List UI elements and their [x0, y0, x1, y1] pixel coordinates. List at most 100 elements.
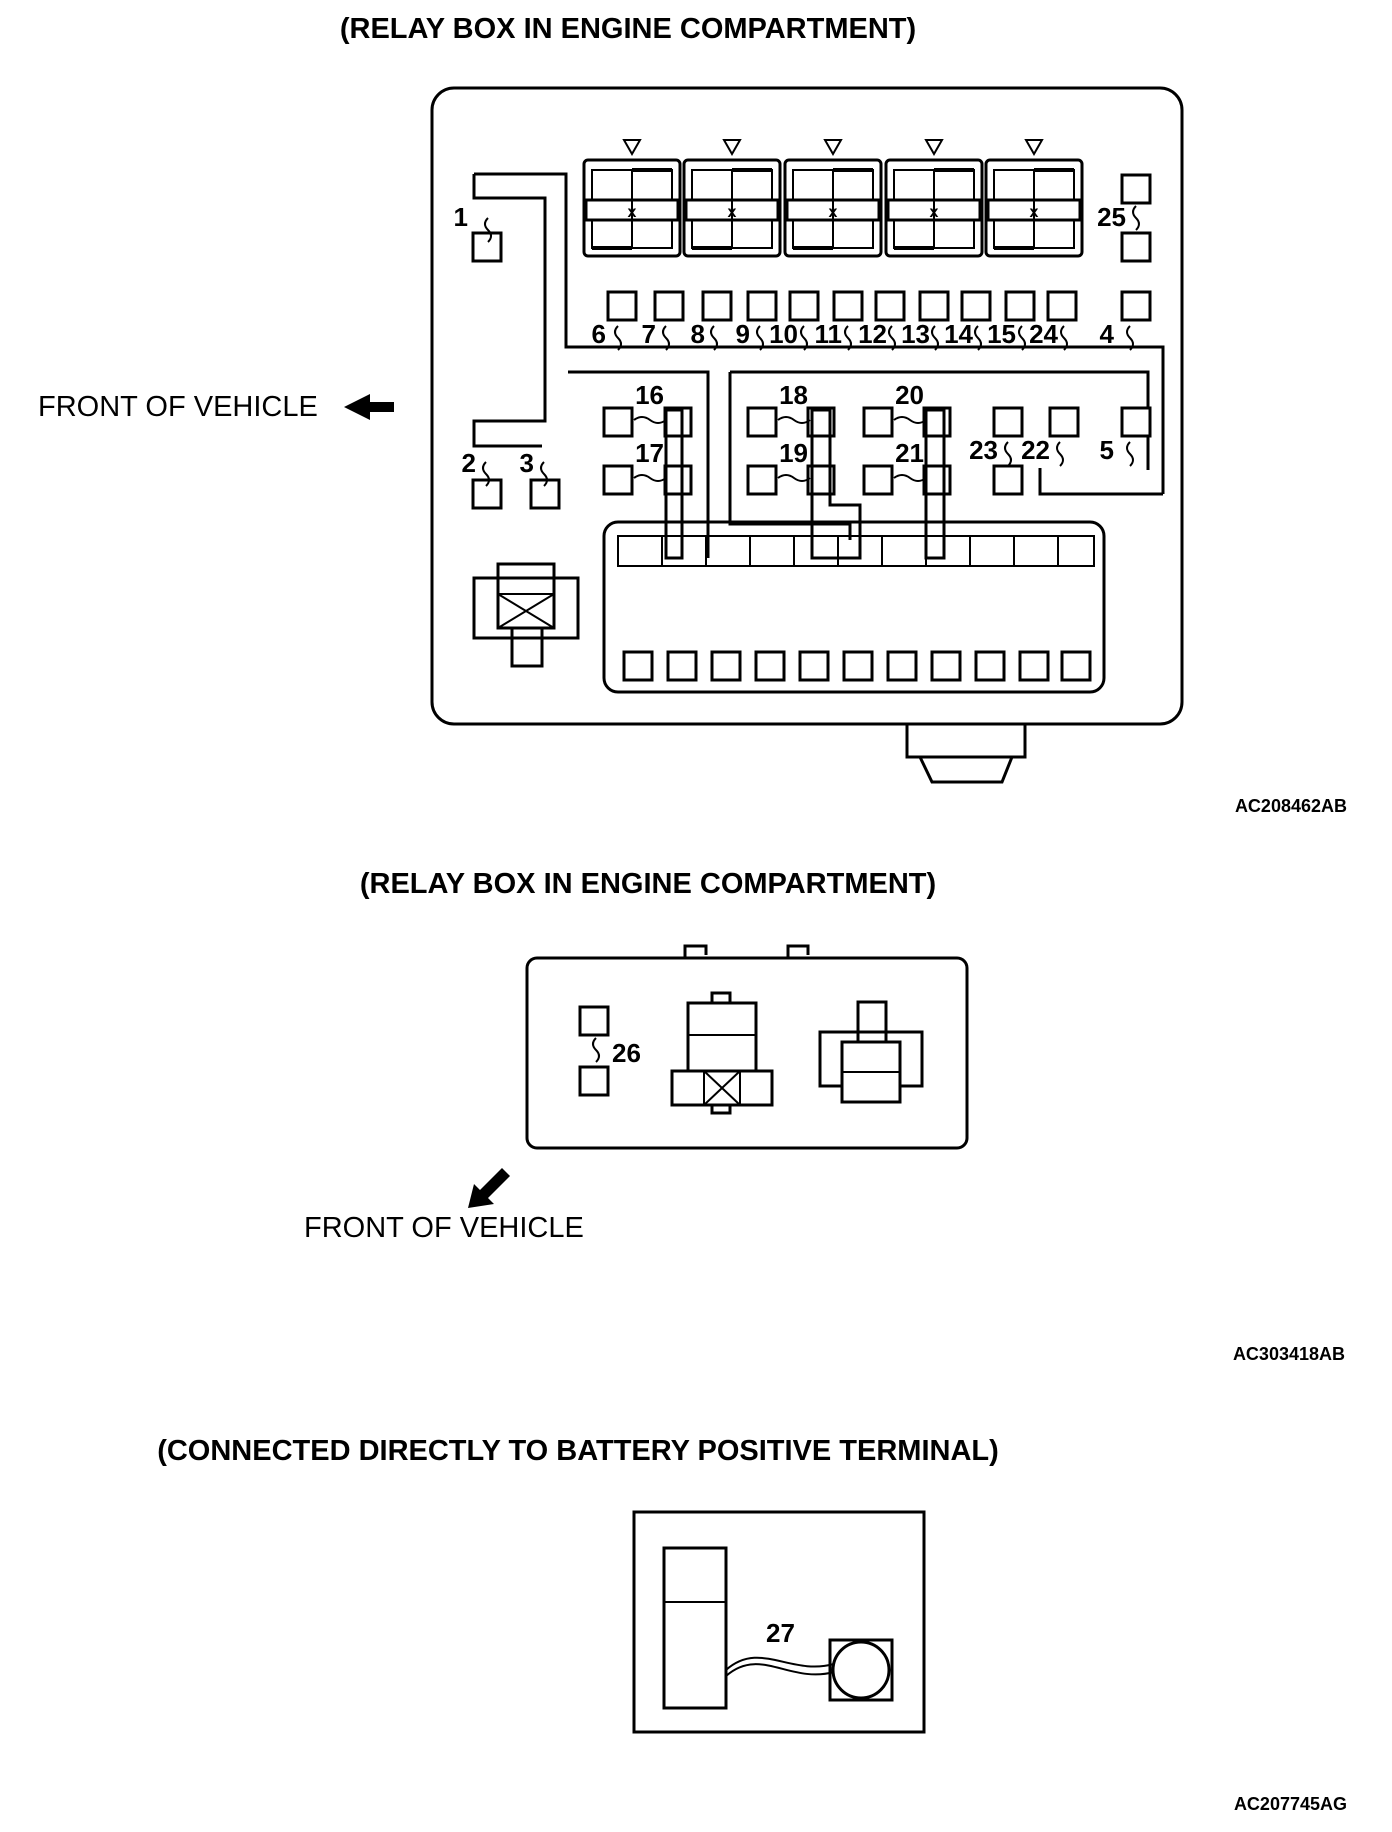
relay-row: x x x [582, 139, 1084, 258]
fuse-label-11: 11 [815, 319, 843, 349]
svg-text:x: x [628, 204, 637, 221]
fuse-6-box [606, 290, 638, 322]
fuse-22-box [1048, 406, 1080, 438]
fuse-label-18: 18 [779, 380, 808, 410]
fuse-9-box [746, 290, 778, 322]
leader-squiggles-diagram-1 [482, 205, 1140, 487]
relay-box-diagram-1: (RELAY BOX IN ENGINE COMPARTMENT) FRONT … [38, 13, 1347, 816]
front-of-vehicle-label-2: FRONT OF VEHICLE [304, 1212, 584, 1244]
diagram-1-title: (RELAY BOX IN ENGINE COMPARTMENT) [340, 13, 916, 45]
battery-terminal-circle [831, 1640, 891, 1700]
diagram-3-title: (CONNECTED DIRECTLY TO BATTERY POSITIVE … [157, 1435, 999, 1467]
fuse-label-1: 1 [454, 202, 468, 232]
bus-bar-1 [664, 408, 684, 560]
fuse-label-16: 16 [635, 380, 664, 410]
fuse-label-10: 10 [769, 319, 798, 349]
upper-terminal-row [617, 535, 1095, 567]
fuse-label-21: 21 [895, 438, 924, 468]
top-tabs [683, 944, 810, 958]
fuse-boxes-diagram-1 [471, 173, 1152, 510]
triangle-marker-icon [823, 139, 843, 157]
bottom-connector [905, 724, 1027, 784]
fuse-18-box [746, 406, 778, 438]
fuse-25-box-lower [1120, 231, 1152, 263]
fuse-21-box [862, 464, 894, 496]
triangle-marker-icon [622, 139, 642, 157]
circuit-trace-middle [568, 370, 710, 558]
svg-text:x: x [728, 204, 737, 221]
svg-text:x: x [930, 204, 939, 221]
fuse-label-24: 24 [1029, 319, 1058, 349]
front-arrow-icon-2 [468, 1168, 510, 1208]
diagram-3-code: AC207745AG [1234, 1794, 1347, 1814]
relay-1: x [582, 158, 682, 258]
fuse-17-box [602, 464, 634, 496]
svg-text:x: x [1030, 204, 1039, 221]
fuse-label-12: 12 [858, 319, 887, 349]
fuse-label-15: 15 [987, 319, 1016, 349]
fuse-label-6: 6 [592, 319, 606, 349]
svg-text:x: x [829, 204, 838, 221]
fuse-label-20: 20 [895, 380, 924, 410]
fuse-label-22: 22 [1021, 435, 1050, 465]
fuse-label-13: 13 [901, 319, 930, 349]
triangle-marker-icon [722, 139, 742, 157]
fuse-label-25: 25 [1097, 202, 1126, 232]
battery-terminal-square [828, 1638, 894, 1702]
fuse-26-box-upper [578, 1005, 610, 1037]
relay-2: x [682, 158, 782, 258]
fuse-label-27: 27 [766, 1618, 795, 1648]
lower-terminal-row [622, 650, 1092, 682]
fuse-label-17: 17 [635, 438, 664, 468]
circuit-trace-left [472, 174, 547, 448]
fuse-2-box [471, 478, 503, 510]
fuse-25-box-upper [1120, 173, 1152, 205]
fuse-27-leader [725, 1656, 835, 1677]
fuse-1-box [471, 231, 503, 263]
fuse-23-box-lower [992, 464, 1024, 496]
fuse-24-box [1046, 290, 1078, 322]
triangle-marker-icon [1024, 139, 1044, 157]
fuse-20-box [862, 406, 894, 438]
fuse-label-23: 23 [969, 435, 998, 465]
fuse-15-box [1004, 290, 1036, 322]
relay-box-2-outline [525, 956, 969, 1150]
fuse-label-19: 19 [779, 438, 808, 468]
fuse-label-8: 8 [691, 319, 705, 349]
fuse-label-14: 14 [944, 319, 973, 349]
center-relay [670, 991, 774, 1115]
circuit-trace-top [474, 172, 1165, 494]
lower-connector-block [602, 520, 1106, 694]
triangle-marker-icon [924, 139, 944, 157]
fuse-10-box [788, 290, 820, 322]
fuse-19-box [746, 464, 778, 496]
fuse-label-26: 26 [612, 1038, 641, 1068]
fuse-16-box [602, 406, 634, 438]
relay-box-outline [430, 86, 1184, 726]
fusible-link-block [662, 1546, 728, 1710]
fuse-8-box [701, 290, 733, 322]
bus-bar-2 [810, 408, 862, 560]
fuse-5-box [1120, 406, 1152, 438]
fuse-26-box-lower [578, 1065, 610, 1097]
circuit-trace-right-bottom [1038, 468, 1163, 496]
fuse-14-box [960, 290, 992, 322]
fuse-label-7: 7 [642, 319, 656, 349]
front-arrow-icon [344, 394, 394, 420]
relay-4: x [884, 158, 984, 258]
fuse-23-box [992, 406, 1024, 438]
fuse-11-box [832, 290, 864, 322]
fuse-26-leader [592, 1037, 600, 1063]
fuse-4-box [1120, 290, 1152, 322]
bus-bar-3 [924, 408, 946, 560]
fuse-12-box [874, 290, 906, 322]
fuse-label-5: 5 [1100, 435, 1114, 465]
diagram-1-code: AC208462AB [1235, 796, 1347, 816]
front-of-vehicle-label: FRONT OF VEHICLE [38, 391, 318, 423]
right-relay [818, 1000, 924, 1104]
diagram-2-code: AC303418AB [1233, 1344, 1345, 1364]
circuit-trace-inner [728, 372, 852, 540]
left-side-relay [472, 562, 580, 668]
battery-terminal-outline [632, 1510, 926, 1734]
relay-3: x [783, 158, 883, 258]
